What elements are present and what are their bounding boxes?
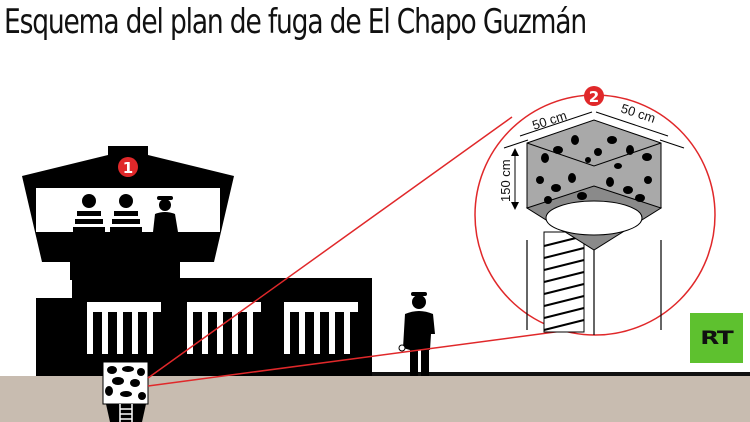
prisoner-icon xyxy=(110,194,142,232)
page-title: Esquema del plan de fuga de El Chapo Guz… xyxy=(4,2,587,42)
ground-line xyxy=(370,372,750,376)
marker-1-badge: 1 xyxy=(118,157,138,177)
rt-logo-text: RT xyxy=(700,327,733,349)
watchtower xyxy=(22,146,234,280)
svg-text:2: 2 xyxy=(589,88,599,106)
outside-guard-icon xyxy=(398,292,435,376)
guard-icon xyxy=(153,196,178,232)
prisoner-icon xyxy=(73,194,105,232)
svg-text:150 cm: 150 cm xyxy=(498,159,513,202)
tunnel-shaft-detail: 50 cm 50 cm 150 cm xyxy=(498,101,685,335)
marker-2-badge: 2 xyxy=(584,86,604,106)
svg-text:1: 1 xyxy=(123,159,133,177)
rt-logo: RT xyxy=(690,313,743,363)
